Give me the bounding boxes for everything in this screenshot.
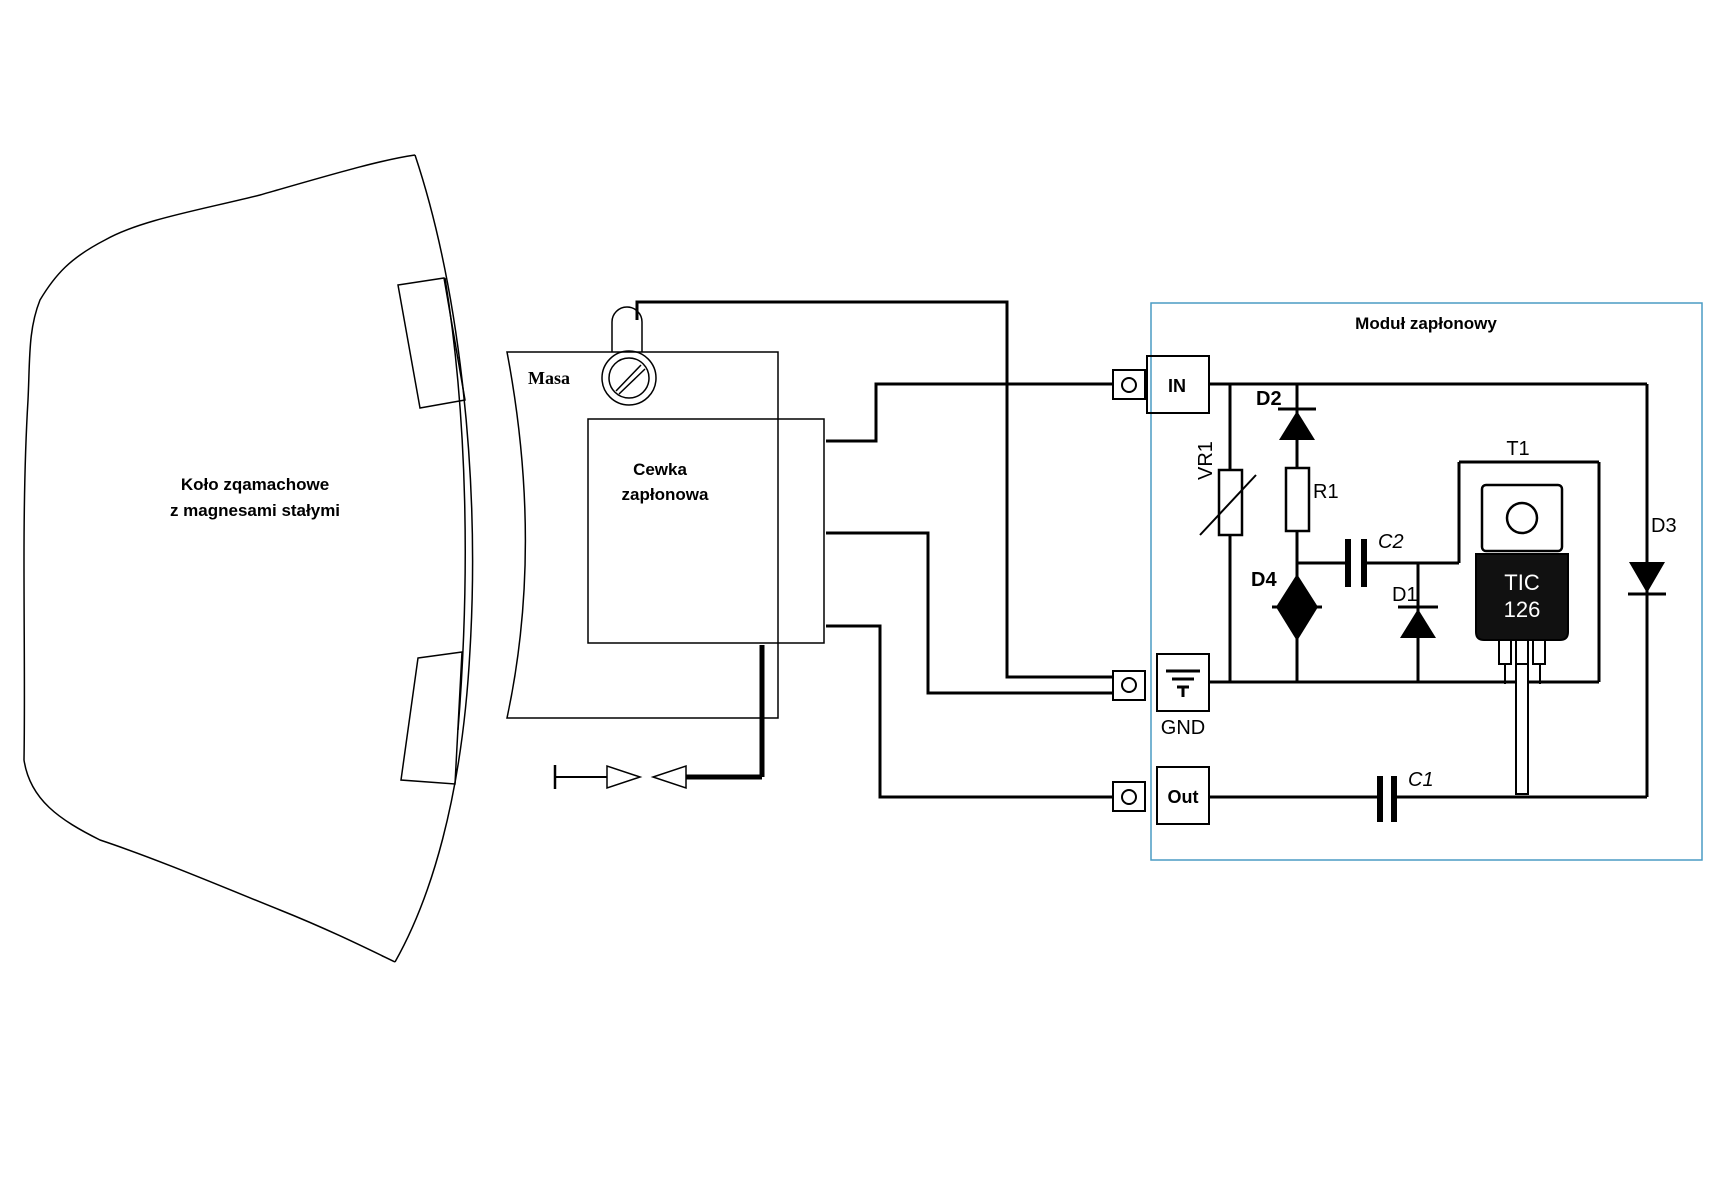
permanent-magnet-upper [397, 277, 466, 409]
d2-label: D2 [1256, 388, 1282, 410]
ground-symbol-icon [1166, 669, 1200, 697]
thyristor-leads [1498, 639, 1546, 795]
coil-label-line2: zapłonowa [622, 485, 709, 504]
t1-marking-line2: 126 [1504, 597, 1541, 622]
coil-mounting-plate [506, 351, 779, 719]
thyristor-t1: T1 TIC 126 [1475, 438, 1569, 795]
ignition-module: Moduł zapłonowy IN GND Out [1112, 302, 1703, 861]
wire-ground-to-gnd [635, 300, 1113, 679]
flywheel-outline [23, 154, 416, 963]
capacitor-c1: C1 [1377, 769, 1434, 822]
coil-body [587, 418, 825, 644]
thyristor-tab [1480, 483, 1564, 553]
wire-coil-to-gnd [826, 531, 1113, 695]
module-title: Moduł zapłonowy [1355, 314, 1497, 333]
flywheel-label-line2: z magnesami stałymi [170, 501, 340, 520]
resistor-r1: R1 [1284, 466, 1339, 533]
flywheel-rim-inner [444, 277, 466, 731]
d4-label: D4 [1251, 569, 1277, 591]
terminal-in-label: IN [1168, 376, 1186, 396]
flywheel-label-line1: Koło zqamachowe [181, 475, 329, 494]
ground-lug-icon [611, 306, 643, 352]
coil-label-line1: Cewka [633, 460, 687, 479]
diode-d2: D2 [1256, 388, 1316, 440]
diode-d1: D1 [1392, 584, 1438, 638]
vr1-label: VR1 [1195, 441, 1217, 480]
flywheel-rim-outer [394, 154, 474, 963]
permanent-magnet-lower [400, 651, 463, 785]
terminal-gnd: GND [1112, 653, 1210, 739]
terminal-gnd-label: GND [1161, 717, 1205, 739]
terminal-out: Out [1112, 766, 1210, 825]
c2-label: C2 [1378, 531, 1404, 553]
t1-marking-line1: TIC [1504, 570, 1540, 595]
varistor-vr1: VR1 [1195, 441, 1257, 537]
r1-label: R1 [1313, 481, 1339, 503]
diode-d3: D3 [1628, 515, 1677, 596]
c1-label: C1 [1408, 769, 1434, 791]
terminal-in: IN [1112, 355, 1210, 414]
diode-d4: D4 [1251, 569, 1322, 641]
connection-wires [635, 300, 1113, 799]
thyristor-body [1475, 553, 1569, 641]
spark-gap-icon [553, 645, 765, 790]
ground-screw-icon [601, 350, 657, 406]
module-border [1150, 302, 1703, 861]
terminal-out-label: Out [1168, 787, 1199, 807]
wire-coil-to-in [826, 382, 1113, 443]
d3-label: D3 [1651, 515, 1677, 537]
d1-label: D1 [1392, 584, 1418, 606]
t1-label: T1 [1506, 438, 1529, 460]
flywheel: Koło zqamachowe z magnesami stałymi [23, 154, 474, 963]
ground-label: Masa [528, 368, 570, 388]
capacitor-c2: C2 [1345, 531, 1404, 587]
wire-coil-to-out [826, 624, 1113, 799]
ignition-coil: Cewka zapłonowa Masa [506, 306, 825, 790]
